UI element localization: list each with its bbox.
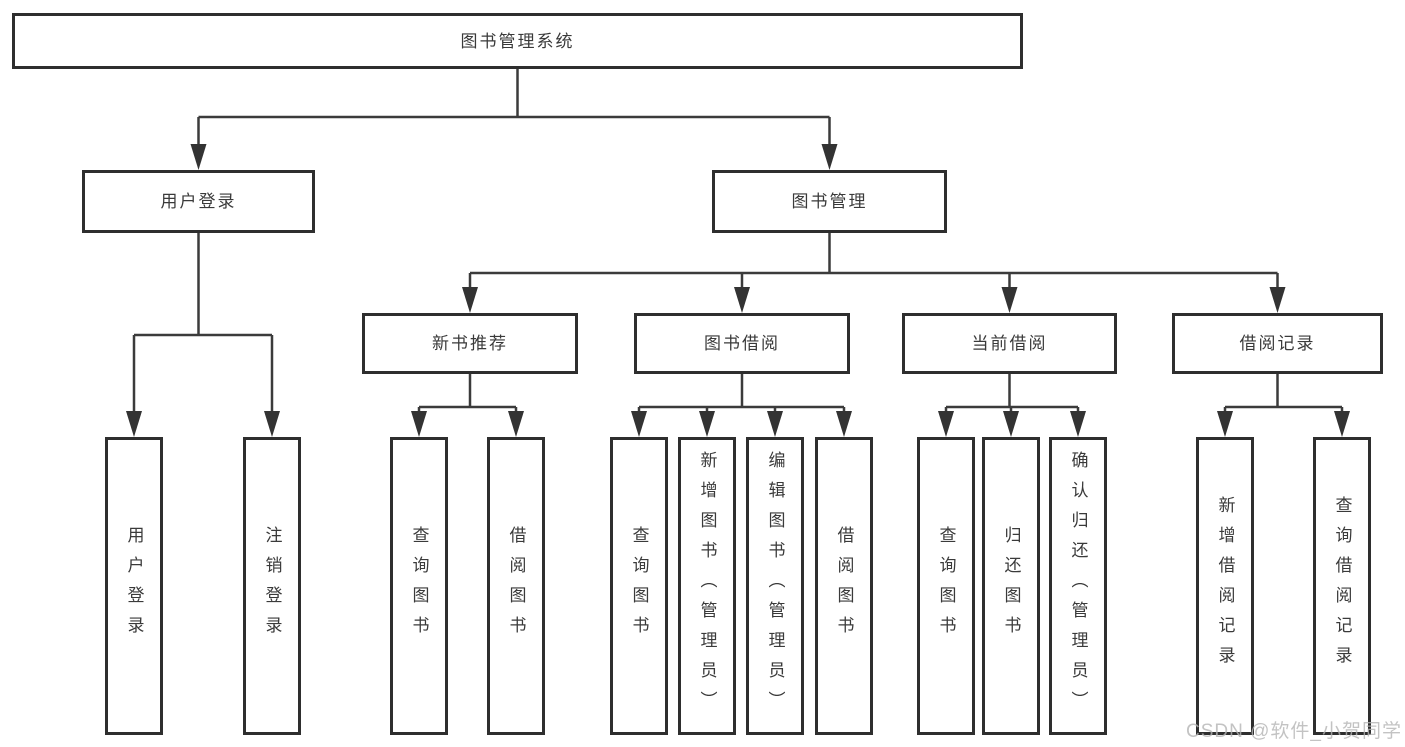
leaf-query-borrow-record: 查询借阅记录	[1313, 437, 1371, 735]
leaf-query-books-current: 查询图书	[917, 437, 975, 735]
node-root-system: 图书管理系统	[12, 13, 1023, 69]
leaf-query-books-borrowing: 查询图书	[610, 437, 668, 735]
node-new-book-recommendation: 新书推荐	[362, 313, 578, 374]
leaf-add-book-admin: 新增图书（管理员）	[678, 437, 736, 735]
node-book-borrowing: 图书借阅	[634, 313, 850, 374]
leaf-query-books-recommend: 查询图书	[390, 437, 448, 735]
node-book-management: 图书管理	[712, 170, 947, 233]
leaf-edit-book-admin: 编辑图书（管理员）	[746, 437, 804, 735]
node-borrowing-records: 借阅记录	[1172, 313, 1383, 374]
leaf-user-login: 用户登录	[105, 437, 163, 735]
leaf-borrow-books-recommend: 借阅图书	[487, 437, 545, 735]
leaf-add-borrow-record: 新增借阅记录	[1196, 437, 1254, 735]
leaf-logout: 注销登录	[243, 437, 301, 735]
leaf-confirm-return-admin: 确认归还（管理员）	[1049, 437, 1107, 735]
leaf-return-books: 归还图书	[982, 437, 1040, 735]
node-current-borrowing: 当前借阅	[902, 313, 1117, 374]
node-user-login: 用户登录	[82, 170, 315, 233]
csdn-watermark: CSDN @软件_小贺同学	[1186, 721, 1402, 742]
arrowheads	[126, 144, 1350, 437]
leaf-borrow-books-borrowing: 借阅图书	[815, 437, 873, 735]
